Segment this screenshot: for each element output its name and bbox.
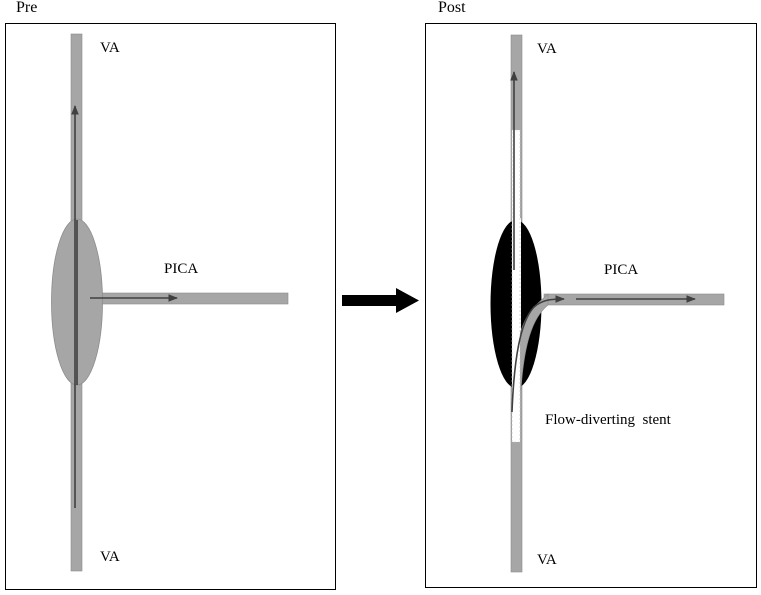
pre-diagram: VA PICA VA: [51, 33, 289, 572]
pre-va-top-label: VA: [100, 40, 120, 56]
pre-pica-label: PICA: [164, 261, 198, 277]
stent-label: Flow-diverting stent: [545, 412, 672, 428]
post-panel-title: Post: [438, 0, 466, 16]
pre-va-bottom-label: VA: [100, 549, 120, 565]
pre-panel-title: Pre: [16, 0, 38, 16]
flow-diverting-stent: [511, 129, 521, 443]
transition-arrow: [342, 288, 419, 313]
post-diagram: VA PICA Flow-diverting stent VA: [490, 34, 725, 573]
post-va-top-label: VA: [537, 41, 557, 57]
post-va-bottom-label: VA: [537, 552, 557, 568]
post-pica-label: PICA: [604, 262, 638, 278]
post-pica-curve-arrow: [511, 295, 565, 413]
post-panel: [425, 23, 757, 588]
